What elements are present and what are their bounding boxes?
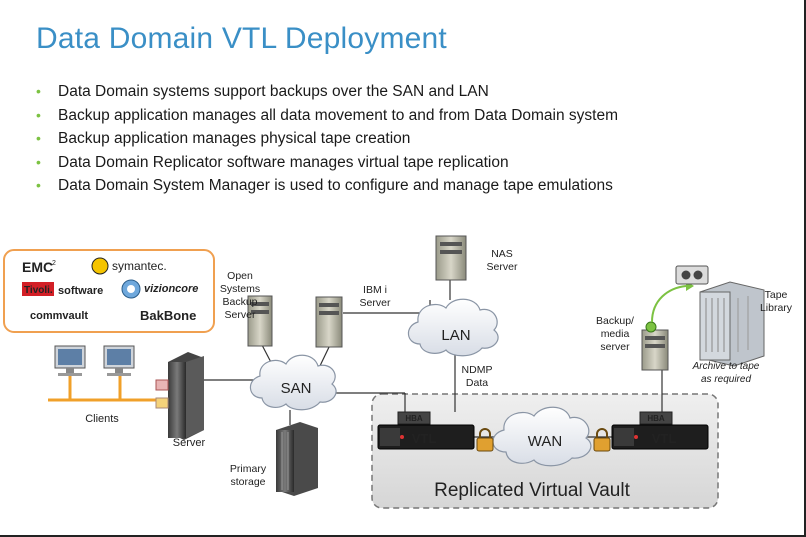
ndmp-label: NDMP Data (462, 364, 493, 389)
svg-text:VTL: VTL (412, 431, 437, 446)
svg-text:LAN: LAN (441, 327, 470, 344)
svg-text:SAN: SAN (281, 380, 312, 397)
ibm-server-label: IBM i Server (360, 284, 391, 309)
vtl-appliance-left: HBA VTL (377, 411, 475, 450)
vizioncore-logo: vizioncore (121, 279, 198, 299)
clients-label: Clients (85, 413, 119, 425)
svg-text:Tivoli.: Tivoli. (24, 285, 53, 296)
emc-logo: EMC 2 (22, 259, 56, 275)
ibm-server-icon (315, 296, 343, 348)
media-server-icon (641, 321, 669, 371)
tape-library-label: Tape Library (760, 289, 793, 314)
svg-text:storage: storage (230, 476, 265, 488)
tivoli-logo: Tivoli. software (22, 282, 103, 297)
svg-text:commvault: commvault (30, 310, 88, 322)
logos-box (3, 249, 215, 333)
svg-text:Tape: Tape (765, 289, 788, 301)
svg-text:IBM i: IBM i (363, 284, 387, 296)
svg-text:Library: Library (760, 302, 793, 314)
commvault-logo: commvault (30, 310, 88, 322)
bakbone-logo: BakBone (140, 308, 196, 323)
vault-label: Replicated Virtual Vault (434, 480, 630, 501)
archive-label: Archive to tape as required (692, 361, 760, 385)
bullet-item: • Data Domain systems support backups ove… (36, 80, 618, 104)
backup-server-icon (247, 295, 273, 347)
primary-storage-icon (276, 422, 318, 496)
svg-text:WAN: WAN (528, 433, 562, 450)
svg-text:VTL: VTL (652, 431, 677, 446)
server-rack-icon (155, 352, 204, 440)
svg-text:BakBone: BakBone (140, 308, 196, 323)
vtl-appliance-right: HBA VTL (611, 411, 709, 450)
bullet-text: Data Domain Replicator software manages … (58, 153, 509, 171)
svg-text:Archive to tape: Archive to tape (692, 361, 760, 372)
primary-storage-label: Primary storage (230, 463, 267, 488)
open-systems-label: Open Systems Backup Server (220, 270, 260, 321)
server-label: Server (173, 437, 206, 449)
bullet-text: Backup application manages physical tape… (58, 130, 411, 147)
bullet-list: • Data Domain systems support backups ove… (36, 80, 618, 198)
svg-text:Primary: Primary (230, 463, 267, 475)
bullet-dot-icon: • (36, 130, 41, 146)
bullet-item: • Backup application manages all data mov… (36, 104, 618, 128)
svg-text:Data: Data (466, 377, 488, 389)
bullet-text: Backup application manages all data move… (58, 106, 619, 124)
bullet-dot-icon: • (36, 153, 41, 170)
bullet-text: Data Domain System Manager is used to co… (58, 177, 613, 194)
client-computer-icon (103, 345, 135, 376)
svg-text:software: software (58, 285, 103, 297)
svg-text:Systems: Systems (220, 283, 260, 295)
svg-text:NDMP: NDMP (462, 364, 493, 376)
nas-server-icon (435, 235, 467, 281)
lock-icon (593, 428, 611, 452)
bullet-item: • Data Domain System Manager is used to c… (36, 174, 618, 198)
lan-cloud-icon: LAN (407, 298, 499, 357)
bullet-dot-icon: • (36, 106, 41, 123)
wan-cloud-icon: WAN (492, 406, 592, 467)
svg-text:media: media (601, 328, 630, 340)
svg-text:as required: as required (701, 374, 751, 385)
svg-text:symantec.: symantec. (112, 259, 167, 273)
tape-library-icon (699, 281, 765, 367)
lock-icon (476, 428, 494, 452)
svg-text:Backup: Backup (222, 296, 257, 308)
symantec-logo: symantec. (91, 257, 167, 275)
svg-text:vizioncore: vizioncore (144, 283, 198, 295)
clients-bus (48, 375, 160, 402)
client-computer-icon (54, 345, 86, 376)
bullet-dot-icon: • (36, 177, 41, 193)
svg-text:server: server (600, 341, 630, 353)
svg-text:HBA: HBA (647, 414, 665, 423)
san-cloud-icon: SAN (249, 354, 337, 411)
svg-text:Server: Server (487, 261, 518, 273)
slide-title: Data Domain VTL Deployment (36, 22, 447, 55)
archive-arrow-icon (651, 285, 687, 323)
bullet-item: • Backup application manages physical tap… (36, 127, 618, 151)
bullet-text: Data Domain systems support backups over… (58, 83, 489, 100)
tape-cartridge-icon (675, 265, 709, 285)
svg-text:EMC: EMC (22, 259, 53, 275)
nas-server-label: NAS Server (487, 248, 518, 273)
svg-text:HBA: HBA (405, 414, 423, 423)
svg-text:Server: Server (225, 309, 256, 321)
svg-text:2: 2 (52, 260, 56, 267)
bullet-item: • Data Domain Replicator software manages… (36, 151, 618, 175)
media-server-label: Backup/ media server (596, 315, 634, 353)
svg-text:Open: Open (227, 270, 253, 282)
svg-text:Server: Server (360, 297, 391, 309)
bullet-dot-icon: • (36, 83, 41, 99)
svg-text:NAS: NAS (491, 248, 513, 260)
svg-text:Backup/: Backup/ (596, 315, 634, 327)
